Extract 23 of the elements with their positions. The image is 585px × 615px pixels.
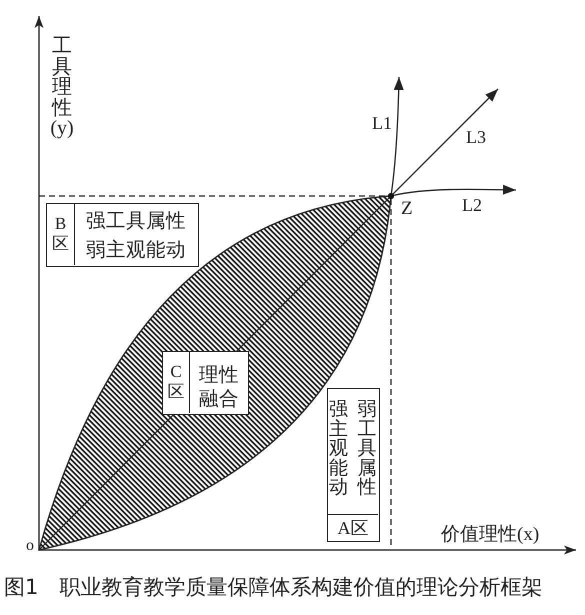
dot-icon bbox=[388, 193, 394, 199]
arrow bbox=[393, 184, 516, 196]
zone-description: 强主观能动 bbox=[328, 400, 349, 498]
zone-description: 弱主观能动 bbox=[86, 241, 186, 260]
caption: 图1 职业教育教学质量保障体系构建价值的理论分析框架 bbox=[4, 577, 542, 598]
axis-label: 工具理性(y) bbox=[50, 36, 74, 138]
axis-label: 价值理性(x) bbox=[441, 525, 540, 544]
origin-label: o bbox=[26, 538, 34, 554]
zone-description: 理性融合 bbox=[199, 364, 240, 412]
arrow bbox=[392, 88, 498, 195]
zone-label: B区 bbox=[47, 204, 75, 265]
edge-label: L3 bbox=[466, 128, 486, 146]
arrow bbox=[390, 76, 404, 194]
zone-description: 弱工具属性 bbox=[356, 400, 378, 498]
zone-box bbox=[46, 203, 199, 267]
zone-description: 强工具属性 bbox=[86, 212, 186, 232]
zone-label: C区 bbox=[163, 352, 190, 413]
edge-label: L1 bbox=[372, 114, 392, 132]
zone-box bbox=[162, 351, 249, 415]
edge-label: L2 bbox=[462, 196, 482, 214]
zone-label: A区 bbox=[328, 514, 378, 540]
point-label: Z bbox=[401, 199, 413, 218]
zone-box bbox=[327, 388, 380, 542]
